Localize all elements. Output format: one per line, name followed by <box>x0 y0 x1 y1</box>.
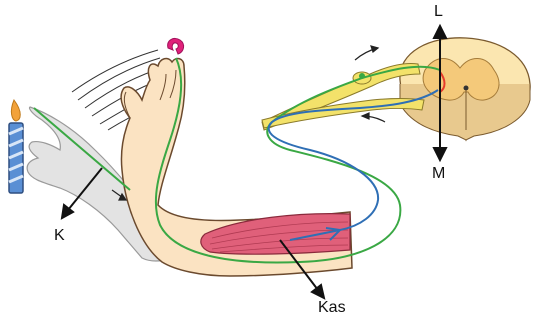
label-top: L <box>434 3 443 20</box>
arrowhead-kas <box>312 285 324 298</box>
stimulus-pin <box>168 38 184 54</box>
candle <box>9 100 23 193</box>
label-muscle: Kas <box>318 299 346 316</box>
sensory-ganglion-cell <box>359 73 365 79</box>
spinal-cord-section <box>400 38 530 140</box>
arrowhead-down <box>434 148 446 160</box>
label-left: K <box>54 227 65 244</box>
label-bottom: M <box>432 165 445 182</box>
muscle <box>201 214 350 255</box>
arrowhead-up <box>434 26 446 38</box>
